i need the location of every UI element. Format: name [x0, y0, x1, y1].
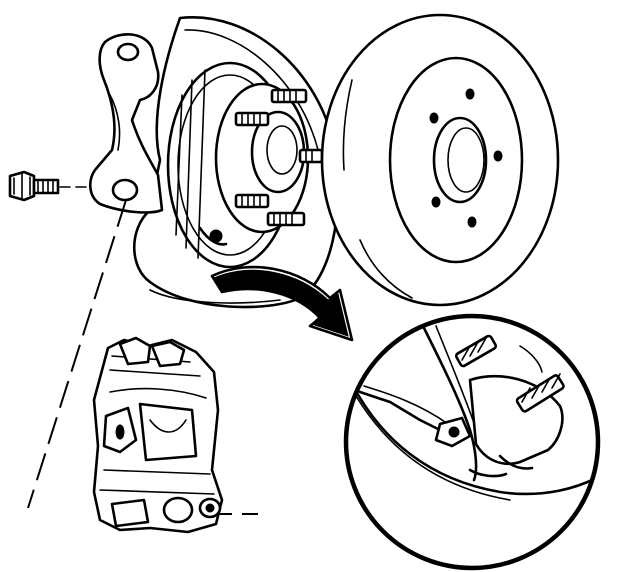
- rotor-center-hole: [432, 116, 488, 204]
- brake-rotor: [320, 13, 560, 307]
- wheel-studs: [234, 88, 324, 227]
- caliper-mounting-bolt: [8, 170, 93, 202]
- brake-caliper: [92, 336, 224, 534]
- knuckle-upper-hole: [116, 42, 140, 62]
- detail-magnified-view: [343, 313, 601, 571]
- knuckle-caliper-mount-hole: [111, 178, 139, 202]
- steering-knuckle: [89, 33, 164, 214]
- hub-bearing-assembly: [166, 61, 324, 269]
- detail-arrow: [210, 265, 354, 342]
- rotor-stud-holes: [429, 88, 503, 228]
